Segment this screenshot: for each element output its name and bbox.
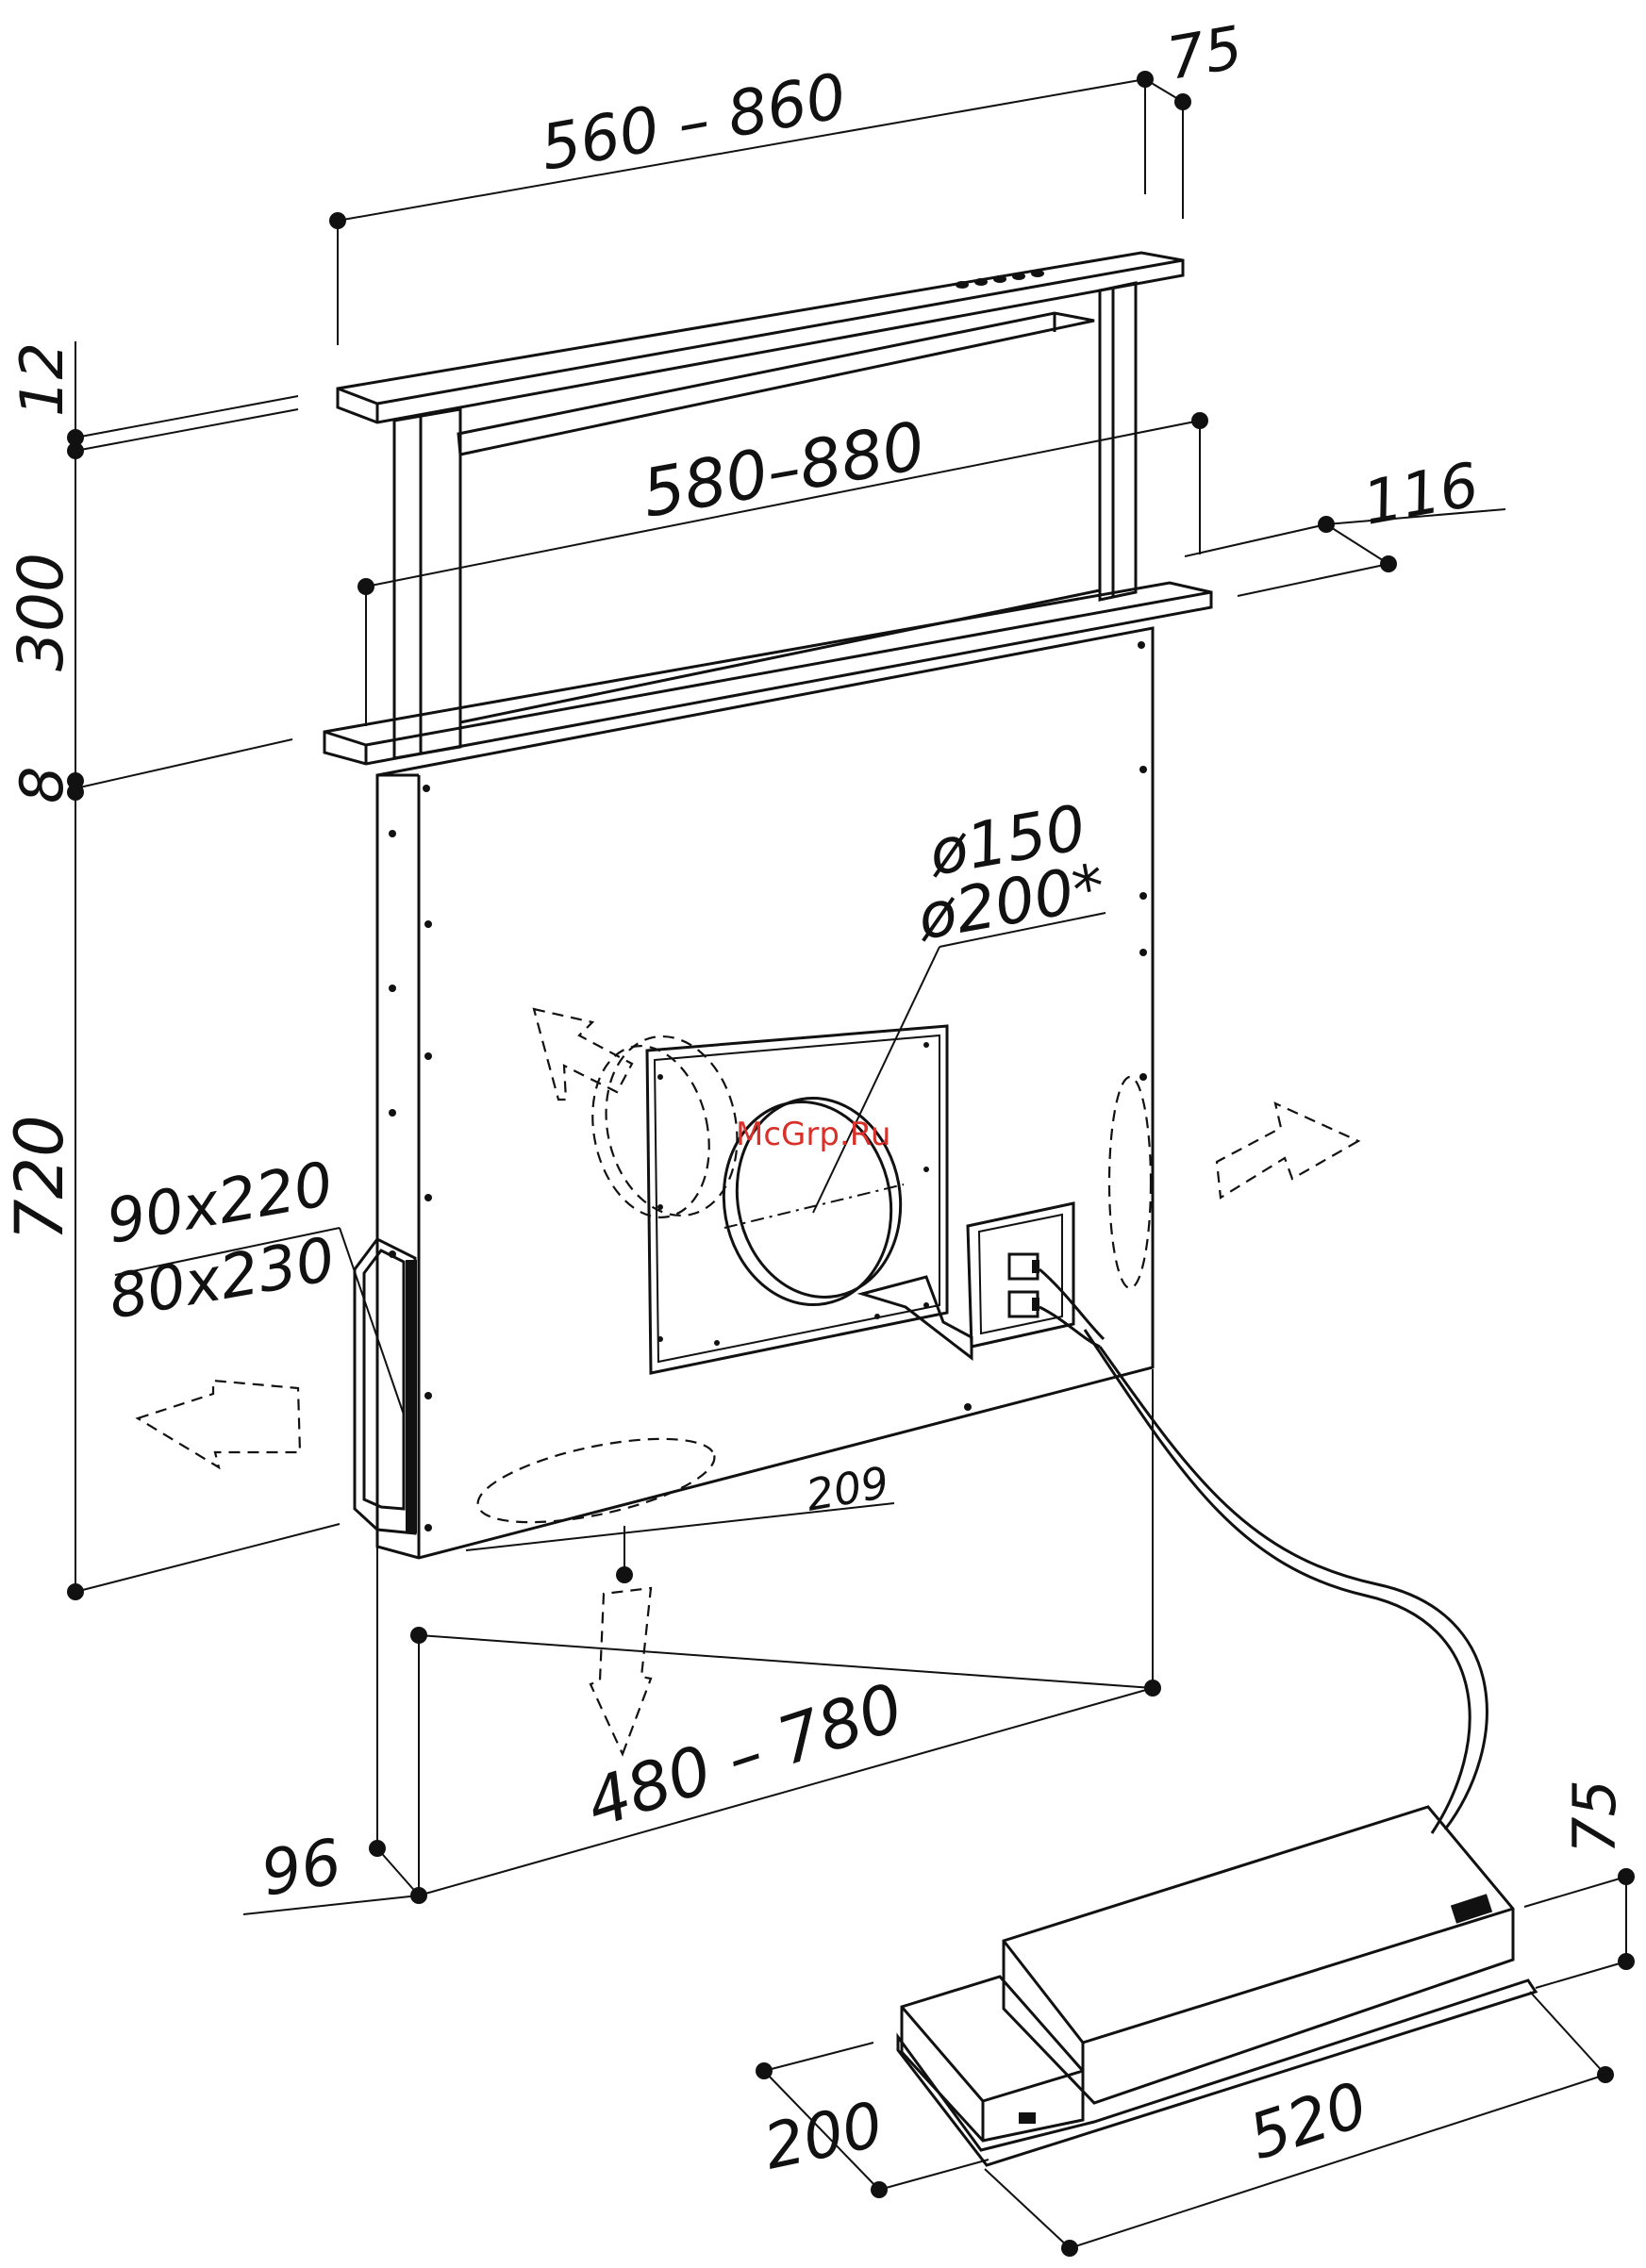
arrow-left bbox=[138, 1381, 300, 1467]
dim-bottom-offset: 209 bbox=[803, 1456, 893, 1520]
dim-motor-height: 75 bbox=[1560, 1780, 1629, 1854]
side-rect-outlet bbox=[355, 1239, 417, 1533]
dim-top-thickness: 12 bbox=[8, 342, 76, 417]
dim-lift-height: 300 bbox=[5, 553, 77, 671]
dim-frame-offset: 116 bbox=[1358, 451, 1484, 539]
dim-body-height: 720 bbox=[1, 1115, 78, 1241]
dim-frame-width: 580–880 bbox=[637, 407, 931, 533]
countertop-plate bbox=[324, 583, 1211, 764]
dim-motor-length: 520 bbox=[1240, 2068, 1376, 2174]
alt-bottom-outlet bbox=[471, 1422, 721, 1539]
dim-plate-thickness: 8 bbox=[8, 767, 76, 803]
watermark: McGrp.Ru bbox=[736, 1116, 890, 1153]
power-cable bbox=[1085, 1330, 1487, 1833]
dim-body-width: 480 – 780 bbox=[577, 1668, 912, 1843]
dim-body-depth: 96 bbox=[256, 1825, 346, 1910]
arrow-right bbox=[1217, 1103, 1358, 1198]
arrow-down bbox=[590, 1588, 651, 1754]
alt-round-outlet bbox=[577, 1024, 753, 1229]
hood-body bbox=[355, 628, 1153, 1558]
dim-motor-width: 200 bbox=[757, 2088, 889, 2184]
dim-top-depth: 75 bbox=[1162, 12, 1247, 93]
connector-box bbox=[968, 1203, 1104, 1347]
blower-plate bbox=[647, 1026, 947, 1373]
motor-unit bbox=[898, 1807, 1536, 2165]
alt-right-outlet bbox=[1109, 1077, 1151, 1288]
dim-top-width: 560 – 860 bbox=[535, 59, 851, 185]
